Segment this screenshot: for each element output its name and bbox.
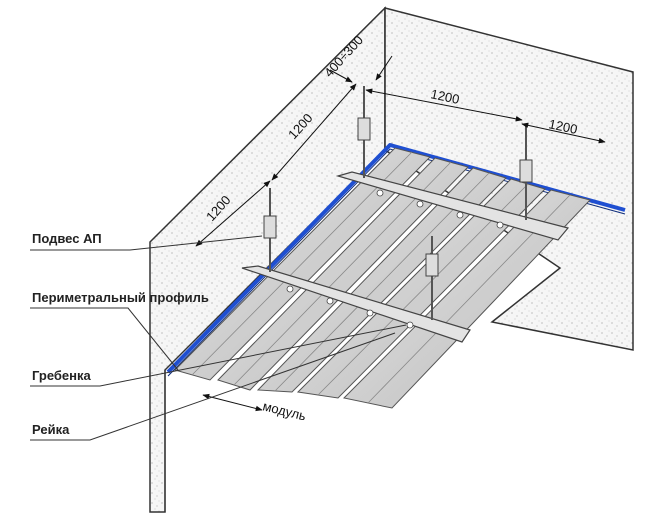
dim-ceiling-1200-b: 1200	[547, 116, 578, 137]
perimeter-profile	[166, 143, 626, 377]
slat	[256, 167, 507, 393]
label-perimeter-profile: Периметральный профиль	[32, 290, 209, 305]
dim-module: модуль	[261, 398, 308, 423]
slat	[217, 157, 469, 391]
slat	[342, 189, 591, 409]
hanger-left-back	[357, 86, 371, 178]
leader-lines	[30, 235, 407, 441]
dim-ceiling-1200-a: 1200	[429, 86, 460, 107]
leader-perimeter-profile	[30, 307, 179, 371]
leader-hanger	[30, 235, 263, 251]
hanger-right-front	[425, 236, 439, 320]
dimension-lines	[195, 55, 606, 412]
label-comb: Гребенка	[32, 368, 91, 383]
slat	[296, 178, 546, 399]
label-hanger: Подвес АП	[32, 231, 102, 246]
label-slat: Рейка	[32, 422, 70, 437]
slat	[174, 147, 431, 381]
comb-front	[241, 265, 471, 343]
leader-slat	[30, 332, 396, 441]
leader-comb	[30, 324, 407, 387]
